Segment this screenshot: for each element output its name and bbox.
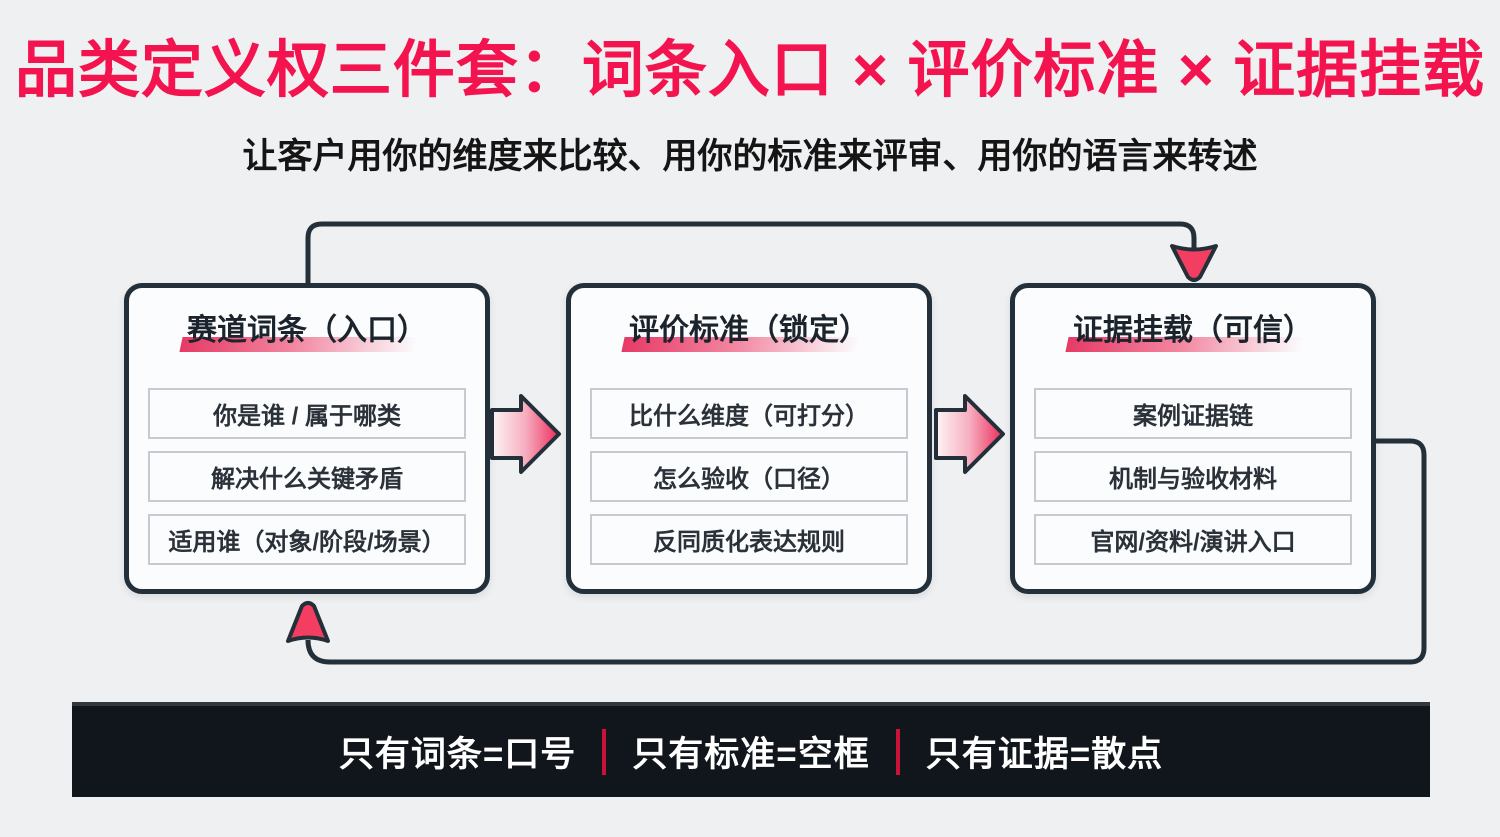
box-item: 适用谁（对象/阶段/场景） <box>148 514 466 565</box>
box-heading: 证据挂载（可信） <box>1035 312 1351 352</box>
box-track-term: 赛道词条（入口） 你是谁 / 属于哪类 解决什么关键矛盾 适用谁（对象/阶段/场… <box>124 283 490 594</box>
footer-separator <box>602 728 607 775</box>
box-item: 机制与验收材料 <box>1034 451 1352 502</box>
box-item-list: 案例证据链 机制与验收材料 官网/资料/演讲入口 <box>1034 388 1352 565</box>
footer-segment: 只有标准=空框 <box>632 735 870 774</box>
footer-bar: 只有词条=口号 只有标准=空框 只有证据=散点 <box>72 702 1430 797</box>
footer-segment: 只有词条=口号 <box>338 735 577 774</box>
down-arrowhead-icon <box>1170 244 1218 282</box>
footer-separator <box>895 728 900 775</box>
page-title: 品类定义权三件套：词条入口 × 评价标准 × 证据挂载 <box>14 36 1486 105</box>
footer-segment: 只有证据=散点 <box>925 735 1164 774</box>
up-arrowhead-icon <box>286 601 330 643</box>
box-item-list: 你是谁 / 属于哪类 解决什么关键矛盾 适用谁（对象/阶段/场景） <box>148 388 466 565</box>
box-item-list: 比什么维度（可打分） 怎么验收（口径） 反同质化表达规则 <box>590 388 908 565</box>
box-heading-text: 证据挂载（可信） <box>1073 314 1313 347</box>
box-heading-text: 赛道词条（入口） <box>187 314 427 347</box>
box-item: 官网/资料/演讲入口 <box>1034 514 1352 565</box>
box-item: 怎么验收（口径） <box>590 451 908 502</box>
flow-arrow-1-icon <box>490 394 561 474</box>
box-evaluation-standard: 评价标准（锁定） 比什么维度（可打分） 怎么验收（口径） 反同质化表达规则 <box>566 283 932 594</box>
box-item: 案例证据链 <box>1034 388 1352 439</box>
box-heading: 赛道词条（入口） <box>149 312 465 352</box>
box-heading: 评价标准（锁定） <box>591 312 907 352</box>
box-item: 你是谁 / 属于哪类 <box>148 388 466 439</box>
top-loop-connector <box>305 221 1197 286</box>
page-subtitle: 让客户用你的维度来比较、用你的标准来评审、用你的语言来转述 <box>242 137 1258 176</box>
box-heading-text: 评价标准（锁定） <box>629 314 869 347</box>
box-item: 反同质化表达规则 <box>590 514 908 565</box>
box-item: 解决什么关键矛盾 <box>148 451 466 502</box>
box-item: 比什么维度（可打分） <box>590 388 908 439</box>
flow-arrow-2-icon <box>934 394 1005 474</box>
box-evidence-mount: 证据挂载（可信） 案例证据链 机制与验收材料 官网/资料/演讲入口 <box>1010 283 1376 594</box>
